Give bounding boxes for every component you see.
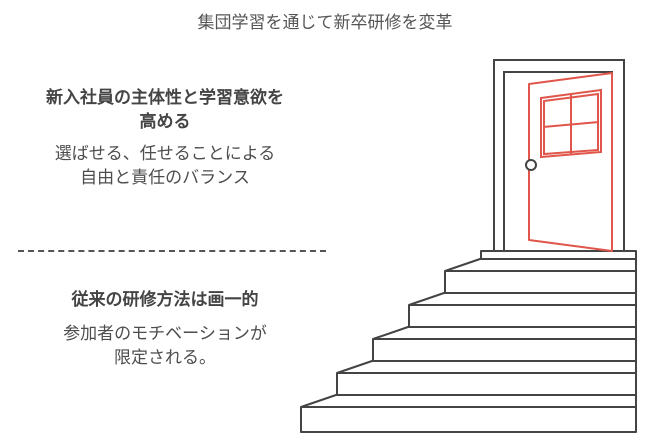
bottom-body-line2: 限定される。: [114, 348, 216, 368]
top-heading-line1: 新入社員の主体性と学習意欲を: [46, 88, 284, 108]
top-heading: 新入社員の主体性と学習意欲を 高める: [0, 86, 330, 134]
bottom-body: 参加者のモチベーションが 限定される。: [0, 322, 330, 370]
top-body-line1: 選ばせる、任せることによる: [54, 144, 276, 164]
top-section: 新入社員の主体性と学習意欲を 高める 選ばせる、任せることによる 自由と責任のバ…: [0, 86, 330, 190]
top-body: 選ばせる、任せることによる 自由と責任のバランス: [0, 142, 330, 190]
top-body-line2: 自由と責任のバランス: [80, 168, 250, 188]
staircase-icon: [300, 250, 637, 433]
top-heading-line2: 高める: [139, 112, 191, 132]
diagram-title: 集団学習を通じて新卒研修を変革: [197, 13, 453, 33]
bottom-body-line1: 参加者のモチベーションが: [63, 324, 267, 344]
door-knob: [525, 159, 537, 171]
section-divider: [18, 250, 326, 252]
open-door-icon: [493, 59, 625, 252]
bottom-section: 従来の研修方法は画一的 参加者のモチベーションが 限定される。: [0, 288, 330, 370]
door-window: [540, 88, 602, 159]
bottom-heading: 従来の研修方法は画一的: [71, 290, 259, 310]
